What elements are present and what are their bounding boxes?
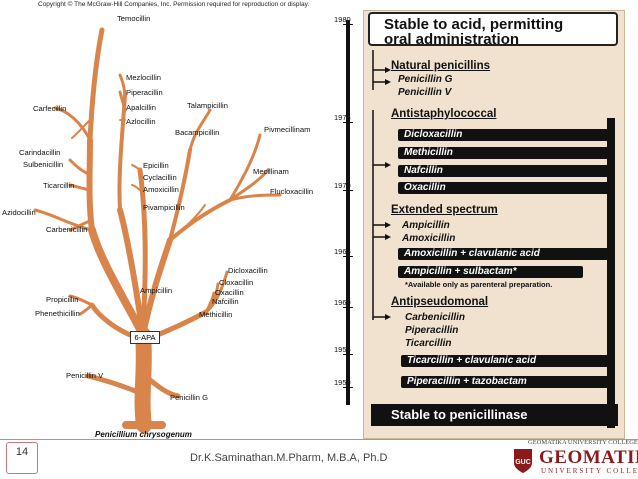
drug-amoxicillin: Amoxicillin (402, 233, 456, 244)
logo-badge-text: GUC (515, 459, 531, 466)
drug-amoxicillin-clavulanic: Amoxicillin + clavulanic acid (398, 248, 612, 260)
penicillin-tree-diagram (33, 27, 282, 433)
tree-label-methicillin: Methicillin (199, 310, 233, 319)
heading-line-1: Stable to acid, permitting (384, 16, 564, 33)
tree-label-piperacillin: Piperacillin (126, 88, 163, 97)
tree-label-nafcillin: Nafcillin (212, 297, 239, 306)
section-antipseudo-title: Antipseudomonal (391, 296, 489, 308)
tree-branches (33, 27, 282, 433)
tree-label-azlocillin: Azlocillin (126, 117, 156, 126)
tree-label-epicillin: Epicillin (143, 161, 169, 170)
tree-label-propicillin: Propicillin (46, 295, 79, 304)
classification-panel (363, 10, 625, 439)
tree-label-apalcillin: Apalcillin (126, 103, 156, 112)
logo-sub-text: UNIVERSITY COLLEGE (541, 467, 638, 475)
drug-penicillin-v: Penicillin V (398, 87, 452, 98)
logo-main-text: GEOMATIKA (539, 447, 638, 468)
heading-box: Stable to acid, permitting oral administ… (368, 12, 618, 48)
tree-label-sulbenicillin: Sulbenicillin (23, 160, 64, 169)
year-label: 1960 (334, 298, 351, 307)
timeline-tick (343, 256, 353, 257)
drug-nafcillin: Nafcillin (398, 165, 612, 177)
drug-methicillin: Methicillin (398, 147, 612, 159)
tree-label-penicillin-v: Penicillin V (66, 371, 104, 380)
root-label: Penicillium chrysogenum (95, 430, 192, 439)
section-antistaph-title: Antistaphylococcal (391, 108, 497, 120)
year-label: 1965 (334, 247, 351, 256)
drug-penicillin-g: Penicillin G (398, 74, 453, 85)
tree-label-pivmecillinam: Pivmecillinam (264, 125, 311, 134)
tree-label-dicloxacillin: Dicloxacillin (228, 266, 268, 275)
timeline-tick (343, 354, 353, 355)
section-natural-title: Natural penicillins (391, 60, 491, 72)
tree-label-carfecillin: Carfecillin (33, 104, 67, 113)
year-label: 1980 (334, 15, 351, 24)
author-credit: Dr.K.Saminathan.M.Pharm, M.B.A, Ph.D (190, 452, 388, 464)
year-label: 1970 (334, 181, 351, 190)
timeline-tick (343, 387, 353, 388)
timeline-tick (343, 307, 353, 308)
heading-line-2: oral administration (384, 31, 520, 48)
drug-piperacillin-tazobactam: Piperacillin + tazobactam (401, 376, 612, 388)
drug-oxacillin: Oxacillin (398, 182, 612, 194)
panel-connectors (372, 50, 615, 428)
tree-label-cloxacillin: Cloxacillin (219, 278, 254, 287)
tree-label-temocillin: Temocillin (117, 14, 151, 23)
drug-ticarcillin-clavulanic: Ticarcillin + clavulanic acid (401, 355, 612, 367)
tree-label-penicillin-g: Penicillin G (170, 393, 208, 402)
core-6apa-label: 6-APA (130, 331, 160, 344)
drug-ticarcillin: Ticarcillin (405, 338, 452, 349)
drug-piperacillin: Piperacillin (405, 325, 459, 336)
tree-label-pivampicillin: Pivampicillin (143, 203, 185, 212)
logo-top-text: GEOMATIKA UNIVERSITY COLLEGE (528, 439, 638, 446)
timeline-axis (346, 20, 350, 405)
tree-label-amoxicillin: Amoxicillin (143, 185, 179, 194)
tree-label-carindacillin: Carindacillin (19, 148, 61, 157)
drug-ampicillin: Ampicillin (402, 220, 450, 231)
tree-label-phenethicillin: Phenethicillin (35, 309, 80, 318)
tree-label-cyclacillin: Cyclacillin (143, 173, 177, 182)
page-number: 14 (6, 442, 38, 474)
year-label: 1950 (334, 378, 351, 387)
section-extended-title: Extended spectrum (391, 204, 498, 216)
timeline-tick (343, 122, 353, 123)
tree-label-azidocillin: Azidocillin (2, 208, 36, 217)
year-label: 1975 (334, 113, 351, 122)
tree-label-bacampicillin: Bacampicillin (175, 128, 220, 137)
parenteral-note: *Available only as parenteral preparatio… (405, 280, 553, 289)
tree-label-ampicillin: Ampicillin (140, 286, 173, 295)
tree-label-ticarcillin: Ticarcillin (43, 181, 75, 190)
tree-label-talampicillin: Talampicillin (187, 101, 228, 110)
tree-label-flucloxacillin: Flucloxacillin (270, 187, 314, 196)
logo-emblem-icon: GUC (512, 447, 534, 474)
drug-ampicillin-sulbactam: Ampicillin + sulbactam* (398, 266, 583, 278)
penicillinase-stable-bar: Stable to penicillinase (371, 404, 618, 426)
tree-label-carbenicillin: Carbenicillin (46, 225, 88, 234)
timeline-tick (343, 190, 353, 191)
timeline-tick (343, 24, 353, 25)
drug-carbenicillin: Carbenicillin (405, 312, 466, 323)
footer-divider (0, 439, 638, 440)
drug-dicloxacillin: Dicloxacillin (398, 129, 612, 141)
tree-label-mezlocillin: Mezlocillin (126, 73, 162, 82)
tree-label-mecillinam: Mecillinam (253, 167, 289, 176)
year-label: 1955 (334, 345, 351, 354)
copyright-notice: Copyright © The McGraw-Hill Companies, I… (38, 1, 310, 8)
tree-label-oxacillin: Oxacillin (215, 288, 244, 297)
